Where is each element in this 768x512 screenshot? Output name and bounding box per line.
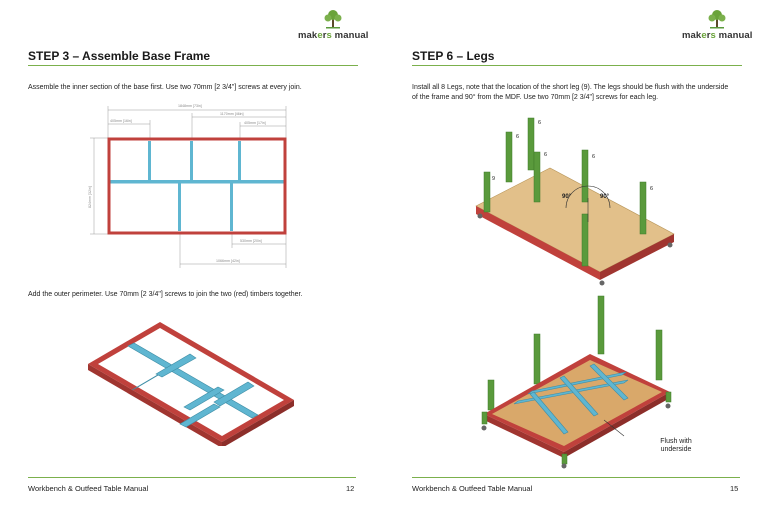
frame-isometric-drawing: [88, 322, 294, 446]
title-rule: [412, 65, 742, 66]
flush-callout: Flush with underside: [660, 438, 692, 453]
dim-bottom-right: 530mm [20in]: [240, 239, 262, 243]
left-page: makers manual STEP 3 – Assemble Base Fra…: [28, 8, 369, 493]
instruction-text-1: Assemble the inner section of the base f…: [28, 84, 302, 91]
step-title: STEP 6 – Legs: [412, 49, 495, 63]
brand-name: makers manual: [682, 30, 753, 41]
tree-icon: [708, 10, 726, 29]
angle-right-label: 90°: [600, 194, 610, 200]
legs-top-drawing: 6 6 6 6 6 9 90° 90°: [475, 117, 675, 286]
dim-top-middle: 1170mm [46in]: [220, 112, 244, 116]
title-rule: [28, 65, 358, 66]
footer-title: Workbench & Outfeed Table Manual: [28, 484, 149, 493]
callout-leader: [603, 419, 625, 437]
footer-rule: [412, 477, 740, 478]
leg-label: 6: [650, 186, 653, 192]
leg-label: 6: [538, 120, 541, 126]
instruction-text-1: Install all 8 Legs, note that the locati…: [412, 84, 729, 101]
step-title: STEP 3 – Assemble Base Frame: [28, 49, 211, 63]
angle-left-label: 90°: [562, 194, 572, 200]
leg-label: 6: [544, 152, 547, 158]
dim-side: 824mm [32in]: [88, 186, 92, 208]
brand-logo: makers manual: [682, 8, 753, 41]
brand-name: makers manual: [298, 30, 369, 41]
page-number: 15: [730, 484, 739, 493]
instruction-text-2: Add the outer perimeter. Use 70mm [2 3/4…: [28, 291, 303, 298]
footer-rule: [28, 477, 356, 478]
footer-title: Workbench & Outfeed Table Manual: [412, 484, 533, 493]
dim-bottom-overall: 1066mm [42in]: [216, 259, 240, 263]
frame-dimension-drawing: 1848mm [73in] 405mm [16in] 1170mm [46in]…: [88, 104, 287, 268]
leg-label: 9: [492, 176, 495, 182]
leg-label: 6: [516, 134, 519, 140]
page-number: 12: [346, 484, 355, 493]
right-page: makers manual STEP 6 – Legs Install all …: [384, 0, 768, 512]
dim-top-overall: 1848mm [73in]: [178, 104, 202, 108]
tree-icon: [324, 10, 342, 29]
leg-label: 6: [592, 154, 595, 160]
brand-logo: makers manual: [298, 8, 369, 41]
dim-top-left: 405mm [16in]: [110, 119, 132, 123]
dim-top-right: 405mm [17in]: [244, 121, 266, 125]
legs-underside-drawing: [481, 295, 672, 469]
